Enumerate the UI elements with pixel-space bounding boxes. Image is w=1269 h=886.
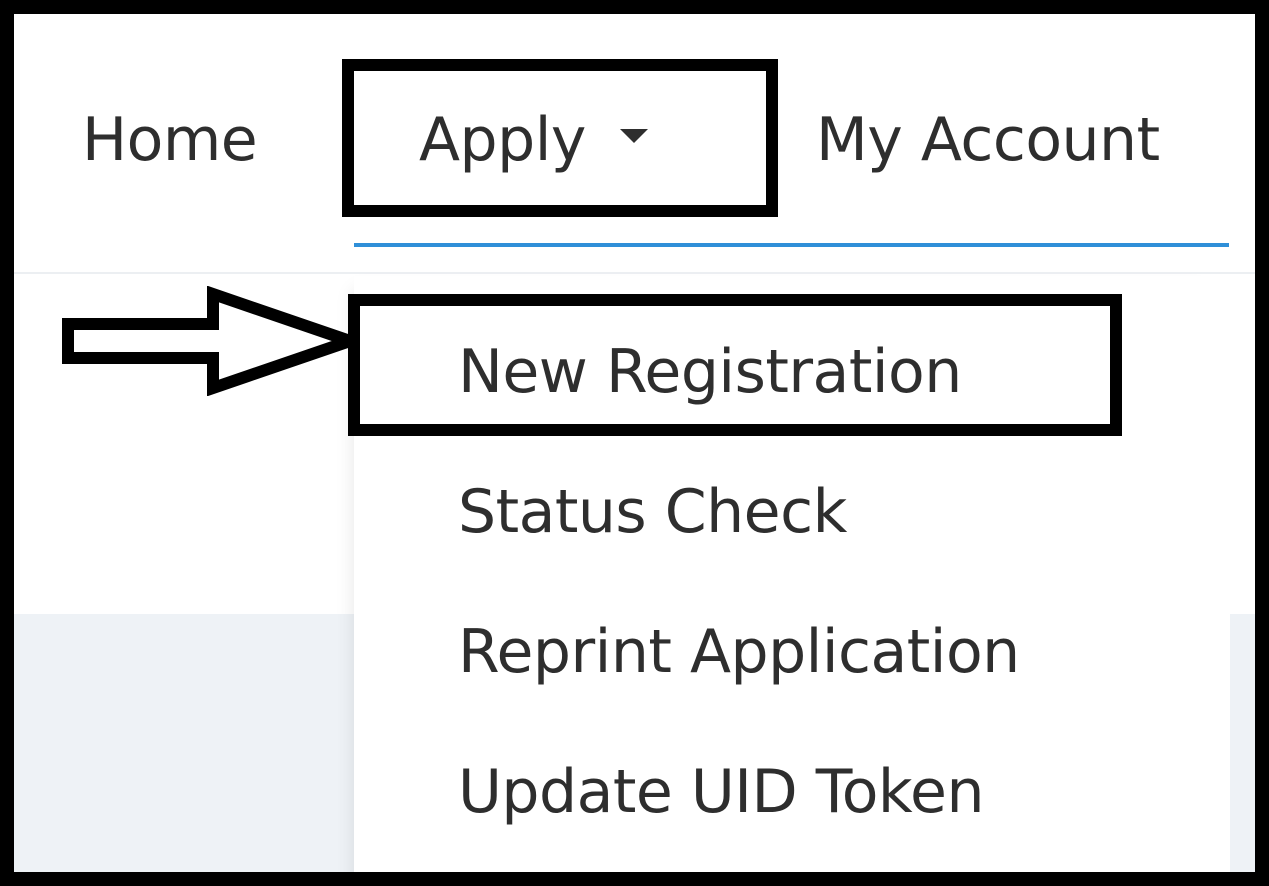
apply-dropdown-menu: New Registration Status Check Reprint Ap… [354,276,1230,872]
new-registration-highlight-box [348,294,1122,436]
navbar-divider [14,272,1255,274]
menu-item-status-check[interactable]: Status Check [458,477,847,547]
active-dropdown-underline [354,243,1229,247]
arrow-right-icon [62,286,358,396]
menu-item-new-registration[interactable]: New Registration [458,337,962,407]
apply-highlight-box [342,59,778,217]
caret-down-icon [619,129,648,143]
nav-my-account-link[interactable]: My Account [816,105,1160,175]
nav-home-link[interactable]: Home [82,105,258,175]
nav-apply-dropdown-toggle[interactable]: Apply [419,110,648,170]
menu-item-update-uid-token[interactable]: Update UID Token [458,757,984,827]
menu-item-reprint-application[interactable]: Reprint Application [458,617,1020,687]
nav-apply-label: Apply [419,105,586,175]
